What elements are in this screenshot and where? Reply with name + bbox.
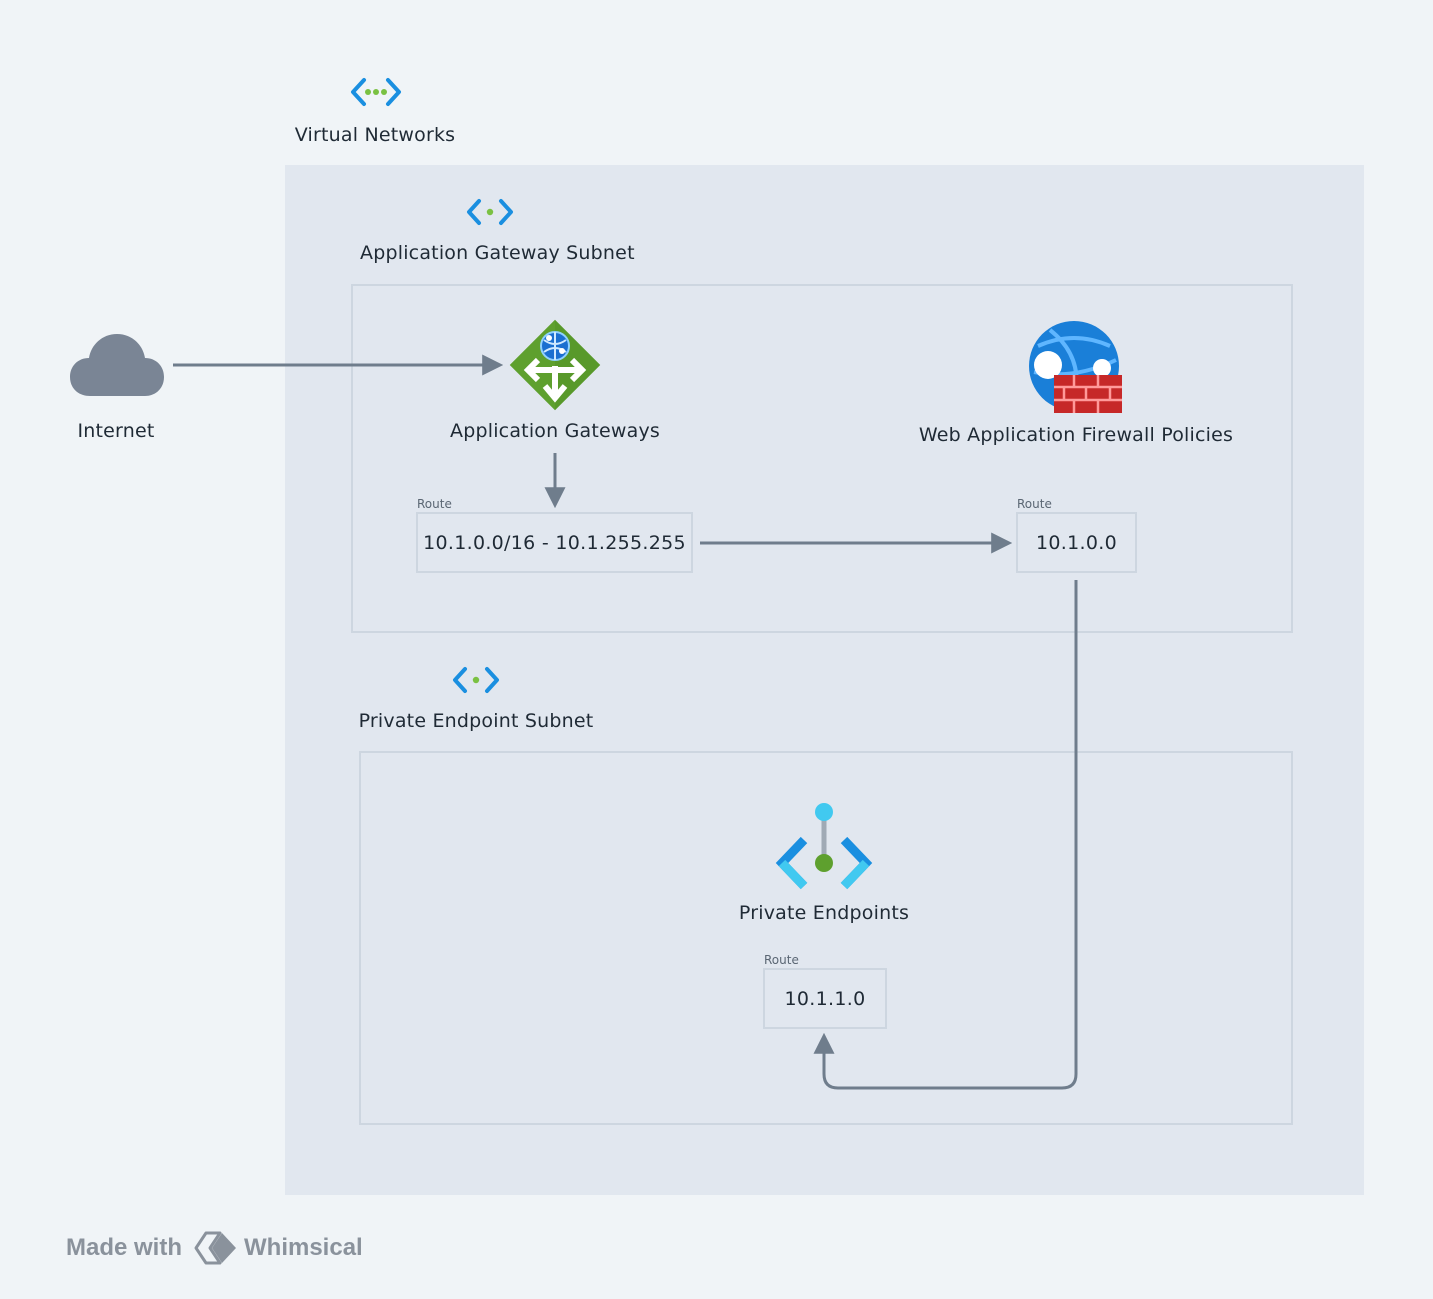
application-gateway-icon — [509, 319, 601, 411]
internet-node: Internet — [56, 330, 176, 450]
private-endpoint-subnet-header: Private Endpoint Subnet — [356, 664, 596, 739]
route-box-range: 10.1.0.0/16 - 10.1.255.255 — [416, 512, 693, 573]
application-gateways-node: Application Gateways — [450, 318, 660, 448]
route-caption: Route — [417, 497, 452, 511]
app-gateway-subnet-title: Application Gateway Subnet — [360, 242, 635, 264]
whimsical-brand-text: Whimsical — [244, 1234, 363, 1261]
route-caption: Route — [764, 953, 799, 967]
vnet-title: Virtual Networks — [294, 124, 456, 146]
private-endpoints-label: Private Endpoints — [738, 902, 910, 924]
whimsical-logo-icon — [194, 1231, 237, 1265]
virtual-network-icon — [351, 78, 401, 106]
made-with-footer[interactable]: Made with Whimsical — [66, 1230, 363, 1266]
route-caption: Route — [1017, 497, 1052, 511]
app-gateway-subnet-header: Application Gateway Subnet — [360, 196, 635, 271]
application-gateways-label: Application Gateways — [450, 420, 661, 442]
connector-waf-route-to-pe-route — [813, 580, 1078, 1090]
waf-policies-node: Web Application Firewall Policies — [916, 320, 1236, 450]
private-endpoint-icon — [775, 803, 873, 890]
cloud-icon — [70, 334, 164, 396]
route-box-waf: 10.1.0.0 — [1016, 512, 1137, 573]
app-gateway-subnet-container — [351, 284, 1293, 633]
route-box-private-endpoint: 10.1.1.0 — [763, 968, 887, 1029]
waf-policies-label: Web Application Firewall Policies — [918, 424, 1234, 446]
subnet-icon — [467, 199, 513, 225]
private-endpoint-subnet-title: Private Endpoint Subnet — [358, 710, 594, 732]
made-with-text: Made with — [66, 1234, 183, 1261]
internet-label: Internet — [77, 420, 155, 442]
private-endpoints-node: Private Endpoints — [724, 800, 924, 930]
waf-policy-icon — [1029, 321, 1122, 413]
private-endpoint-subnet-container — [359, 751, 1293, 1125]
vnet-header: Virtual Networks — [295, 76, 455, 156]
subnet-icon — [453, 667, 499, 693]
